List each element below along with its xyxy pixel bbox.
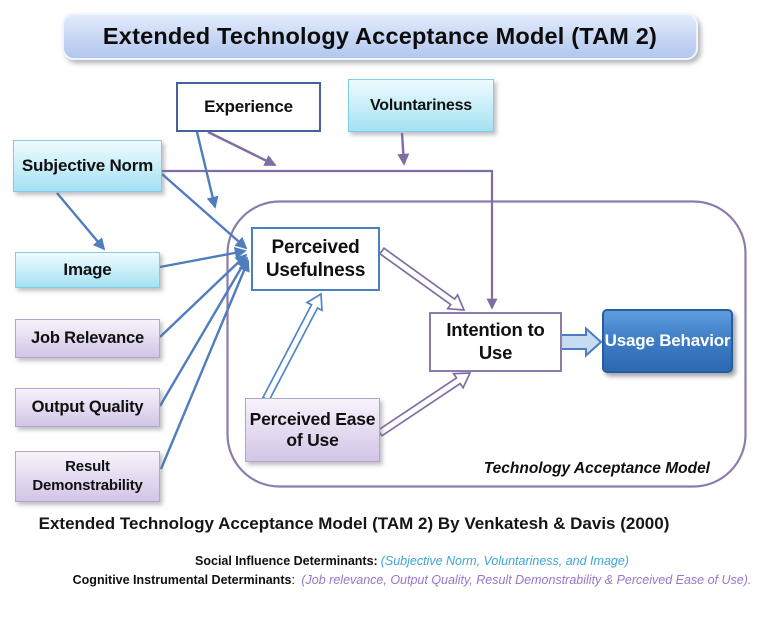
node-label: Experience (204, 96, 293, 116)
edge-subjective_norm--image (56, 192, 106, 251)
node-label: Result Demonstrability (32, 458, 143, 494)
edge-output_quality--perceived_usefulness (158, 256, 249, 407)
node-subjective-norm: Subjective Norm (13, 140, 162, 192)
footnote-label: Social Influence Determinants: (195, 554, 378, 568)
node-perceived-ease-of-use: Perceived Ease of Use (245, 398, 380, 462)
tam-container-outline (226, 200, 747, 488)
diagram-caption: Extended Technology Acceptance Model (TA… (38, 514, 670, 533)
edge-subjective_norm--intention_to_use (162, 169, 498, 310)
node-label: Perceived Ease of Use (249, 408, 376, 450)
footnote-separator: : (291, 572, 299, 587)
node-intention-to-use: Intention to Use (429, 312, 562, 372)
node-label: Voluntariness (369, 96, 473, 114)
edge-experience--subjective_norm-perceived_usefulness-link (195, 131, 219, 209)
node-usage-behavior: Usage Behavior (602, 309, 733, 373)
footnotes: Social Influence Determinants:(Subjectiv… (56, 552, 768, 589)
footnote-detail: (Subjective Norm, Voluntariness, and Ima… (380, 554, 629, 568)
footnote-label: Cognitive Instrumental Determinants (72, 572, 292, 587)
footnote-social-influence: Social Influence Determinants:(Subjectiv… (56, 552, 768, 571)
node-label: Output Quality (31, 398, 144, 417)
node-job-relevance: Job Relevance (15, 319, 160, 358)
tam-container-label: Technology Acceptance Model (483, 460, 710, 477)
node-voluntariness: Voluntariness (348, 79, 494, 132)
edge-voluntariness--subjective_norm-intention_to_use-link (397, 132, 410, 166)
node-label: Intention to Use (446, 319, 545, 363)
diagram-title: Extended Technology Acceptance Model (TA… (62, 13, 698, 60)
node-result-demonstrability: Result Demonstrability (15, 451, 160, 502)
edge-experience--subjective_norm-intention_to_use-link (207, 130, 277, 167)
node-perceived-usefulness: Perceived Usefulness (251, 227, 380, 291)
edge-job_relevance--perceived_usefulness (159, 253, 248, 338)
edge-perceived_usefulness--intention_to_use (378, 247, 466, 311)
footnote-detail: (Job relevance, Output Quality, Result D… (301, 572, 752, 587)
node-label: Image (63, 259, 112, 279)
node-label: Job Relevance (31, 329, 144, 348)
footnote-cognitive-instrumental: Cognitive Instrumental Determinants: (Jo… (56, 571, 768, 590)
node-label: Subjective Norm (21, 155, 154, 175)
edge-subjective_norm--perceived_usefulness (161, 173, 248, 250)
node-output-quality: Output Quality (15, 388, 160, 427)
edge-image--perceived_usefulness (159, 246, 247, 269)
node-experience: Experience (176, 82, 321, 132)
edge-perceived_ease_of_use--intention_to_use (376, 372, 472, 437)
edge-result_demonstrability--perceived_usefulness (159, 259, 250, 470)
edge-intention_to_use--usage_behavior (560, 326, 603, 358)
node-image: Image (15, 252, 160, 288)
edge-perceived_ease_of_use--perceived_usefulness (261, 292, 323, 402)
node-label: Perceived Usefulness (265, 236, 366, 281)
node-label: Usage Behavior (604, 330, 731, 350)
